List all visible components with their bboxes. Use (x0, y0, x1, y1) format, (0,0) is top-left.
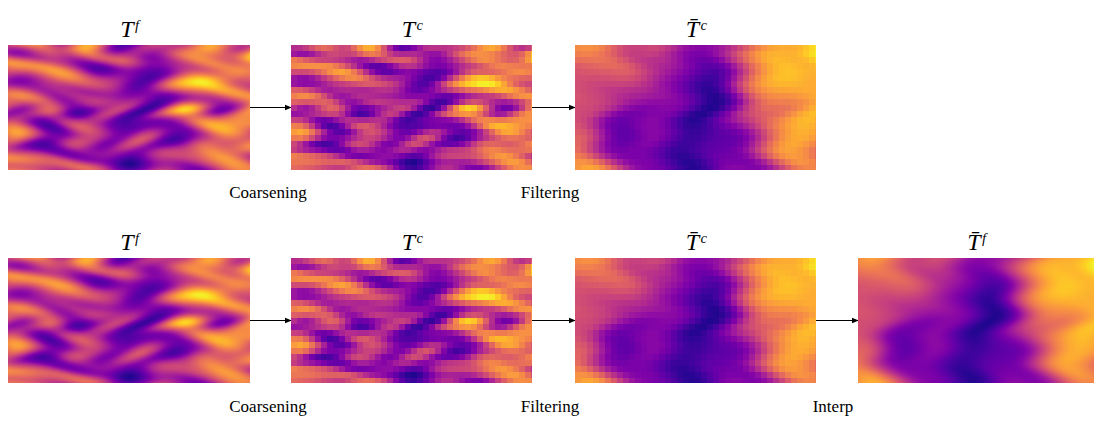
field-panel: Tᶠ (8, 258, 250, 383)
field-image (291, 258, 532, 383)
panel-title: Tᶜ (271, 16, 552, 42)
operation-label: Filtering (519, 397, 582, 417)
process-arrow (250, 107, 291, 108)
field-image (8, 45, 250, 170)
panel-title: T̄ᶜ (555, 229, 836, 255)
process-arrow (250, 320, 291, 321)
process-arrow (816, 320, 858, 321)
field-panel: T̄ᶜ (575, 258, 816, 383)
field-panel: Tᶠ (8, 45, 250, 170)
operation-label: Interp (811, 397, 856, 417)
panel-title: T̄ᶠ (838, 229, 1098, 255)
field-panel: Tᶜ (291, 45, 532, 170)
field-panel: Tᶜ (291, 258, 532, 383)
panel-title: T̄ᶜ (555, 16, 836, 42)
panel-title: Tᶠ (0, 229, 270, 255)
operation-label: Coarsening (227, 397, 308, 417)
field-panel: T̄ᶜ (575, 45, 816, 170)
field-image (575, 258, 816, 383)
process-arrow (532, 320, 575, 321)
panel-title: Tᶠ (0, 16, 270, 42)
operation-label: Coarsening (227, 183, 308, 203)
field-image (291, 45, 532, 170)
field-panel: T̄ᶠ (858, 258, 1094, 383)
field-image (8, 258, 250, 383)
operation-label: Filtering (519, 183, 582, 203)
field-image (858, 258, 1094, 383)
field-image (575, 45, 816, 170)
panel-title: Tᶜ (271, 229, 552, 255)
process-arrow (532, 107, 575, 108)
